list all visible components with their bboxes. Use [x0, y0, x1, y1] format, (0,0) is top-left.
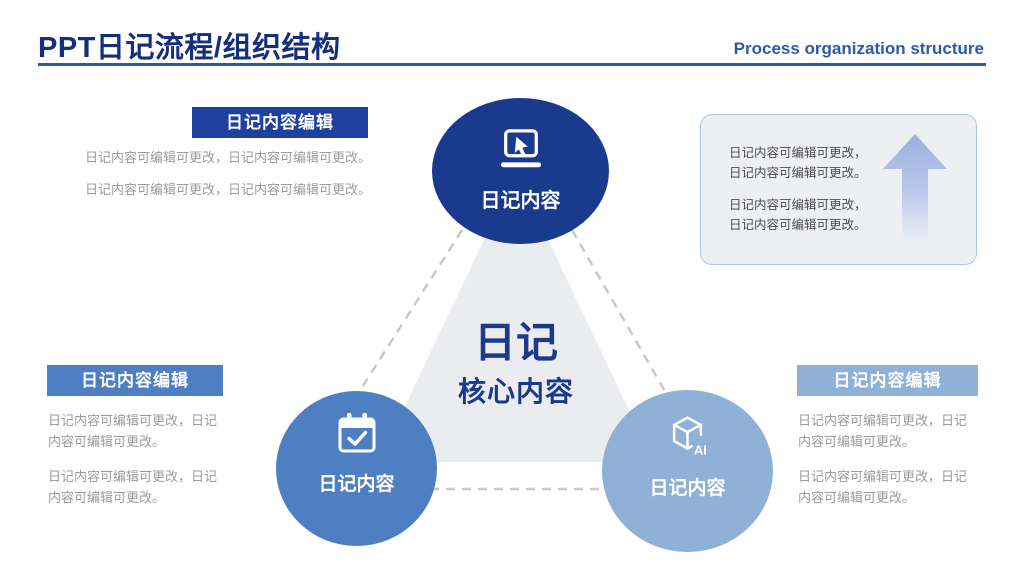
info-panel: 日记内容可编辑可更改， 日记内容可编辑可更改。 日记内容可编辑可更改， 日记内容…	[700, 114, 977, 265]
diagram-node-bottom-left: 日记内容	[276, 391, 437, 546]
badge-bottom-right: 日记内容编辑	[797, 365, 978, 396]
ai-icon-text: AI	[694, 442, 707, 457]
panel-text-line: 日记内容可编辑可更改，	[729, 198, 867, 212]
ai-cube-icon: AI	[672, 416, 707, 457]
up-arrow-graphic	[883, 134, 947, 240]
page-subtitle-en: Process organization structure	[733, 39, 984, 58]
dashed-connector-left	[352, 229, 464, 401]
panel-text-line: 日记内容可编辑可更改。	[729, 166, 867, 180]
node-label: 日记内容	[480, 190, 561, 212]
badge-bottom-left: 日记内容编辑	[47, 365, 223, 396]
body-paragraph: 日记内容可编辑可更改，日记内容可编辑可更改。	[48, 413, 218, 449]
info-panel-text-block: 日记内容可编辑可更改， 日记内容可编辑可更改。 日记内容可编辑可更改， 日记内容…	[729, 143, 867, 235]
body-text-line: 日记内容可编辑可更改，日记内容可编辑可更改。	[85, 182, 372, 197]
badge-top-left: 日记内容编辑	[192, 107, 368, 138]
top-left-text-block: 日记内容可编辑可更改，日记内容可编辑可更改。 日记内容可编辑可更改，日记内容可编…	[85, 150, 385, 214]
panel-text-line: 日记内容可编辑可更改，	[729, 146, 867, 160]
page-title: PPT日记流程/组织结构	[38, 32, 341, 64]
dashed-connector-right	[570, 229, 672, 401]
bottom-right-text-block: 日记内容可编辑可更改，日记内容可编辑可更改。 日记内容可编辑可更改，日记内容可编…	[798, 410, 974, 522]
header-divider	[38, 63, 986, 66]
body-text-line: 日记内容可编辑可更改，日记内容可编辑可更改。	[85, 150, 372, 165]
body-paragraph: 日记内容可编辑可更改，日记内容可编辑可更改。	[798, 413, 968, 449]
center-title: 日记	[473, 319, 558, 366]
body-paragraph: 日记内容可编辑可更改，日记内容可编辑可更改。	[798, 469, 968, 505]
diagram-node-bottom-right: AI 日记内容	[602, 390, 773, 552]
node-label: 日记内容	[318, 474, 395, 495]
body-paragraph: 日记内容可编辑可更改，日记内容可编辑可更改。	[48, 469, 218, 505]
panel-text-line: 日记内容可编辑可更改。	[729, 218, 867, 232]
calendar-check-icon	[338, 413, 375, 453]
laptop-cursor-icon	[500, 129, 541, 168]
center-subtitle: 核心内容	[457, 376, 574, 407]
diagram-node-top: 日记内容	[432, 98, 609, 244]
bottom-left-text-block: 日记内容可编辑可更改，日记内容可编辑可更改。 日记内容可编辑可更改，日记内容可编…	[48, 410, 224, 522]
diagram-center-text: 日记 核心内容	[396, 322, 636, 410]
node-label: 日记内容	[649, 478, 726, 499]
triangle-shape	[382, 180, 650, 462]
